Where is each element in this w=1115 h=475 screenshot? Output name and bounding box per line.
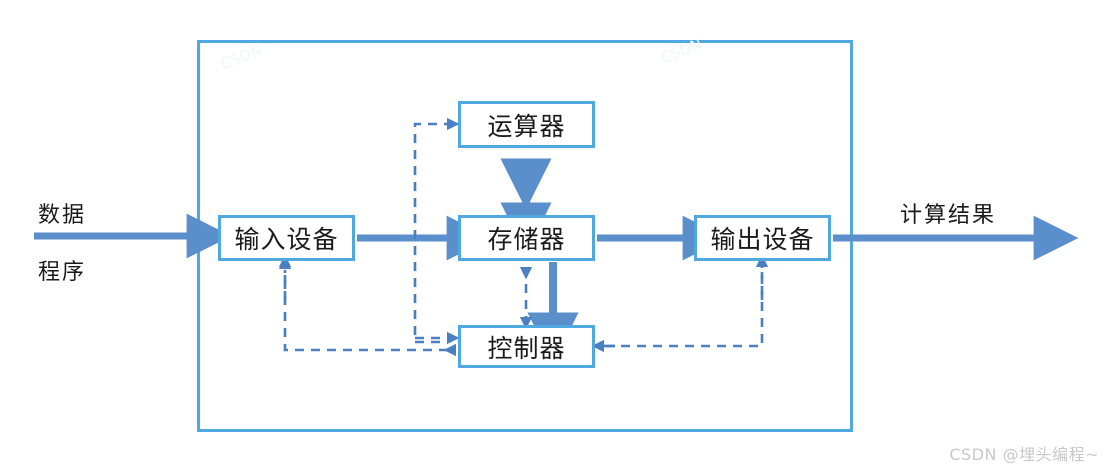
node-memory-label: 存储器: [487, 225, 566, 254]
node-input-device[interactable]: 输入设备: [218, 215, 355, 261]
node-arithmetic-unit[interactable]: 运算器: [458, 101, 595, 148]
node-memory[interactable]: 存储器: [458, 215, 595, 261]
edge-controller-to-arithmetic: [413, 117, 460, 344]
node-controller[interactable]: 控制器: [458, 325, 595, 368]
node-input-device-label: 输入设备: [234, 225, 339, 254]
label-input-data: 数据: [38, 203, 87, 228]
node-output-device-label: 输出设备: [710, 225, 815, 254]
node-controller-label: 控制器: [487, 333, 566, 363]
csdn-watermark: CSDN @埋头编程~: [949, 445, 1099, 464]
label-input-program: 程序: [38, 260, 87, 285]
node-output-device[interactable]: 输出设备: [694, 215, 831, 261]
edge-controller-to-output: [605, 272, 764, 348]
node-arithmetic-unit-label: 运算器: [487, 111, 566, 141]
label-output-result: 计算结果: [900, 203, 997, 228]
